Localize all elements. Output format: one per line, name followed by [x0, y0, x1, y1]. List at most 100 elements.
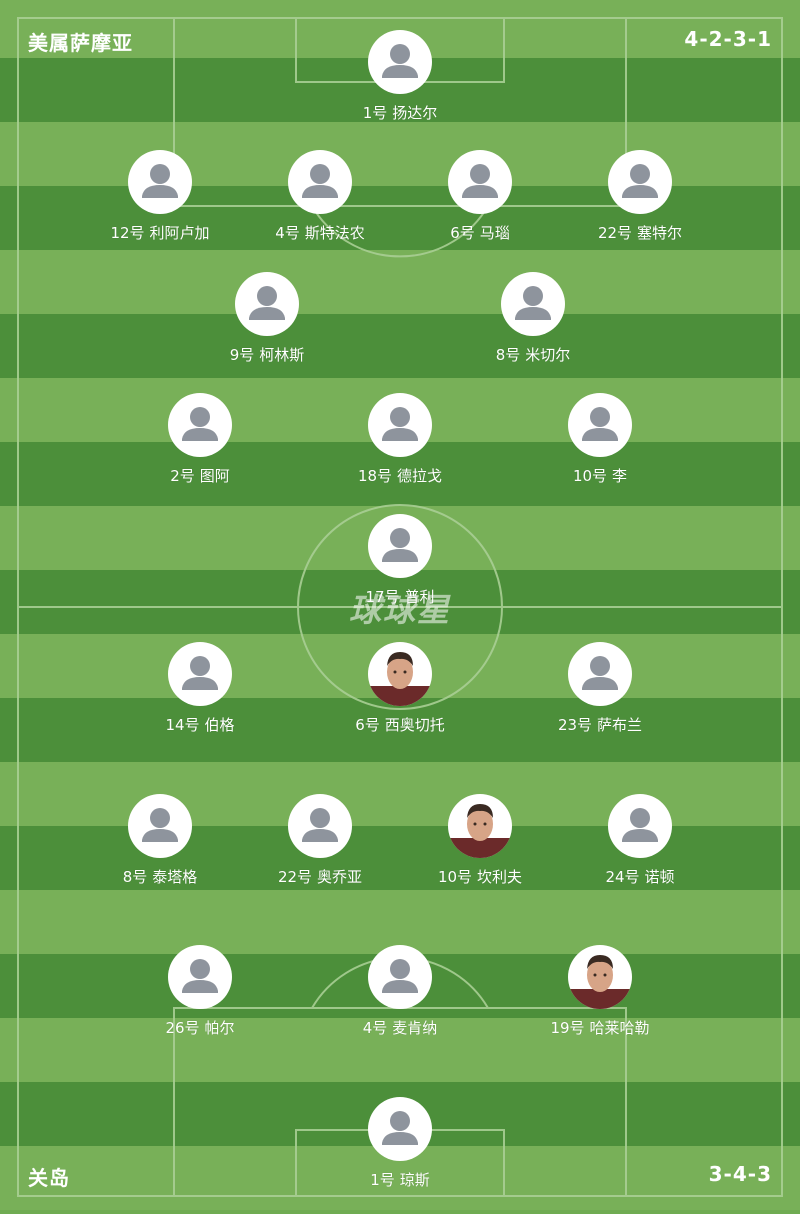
home-player[interactable]: 9号柯林斯 — [197, 272, 337, 365]
pitch-stripe — [0, 890, 800, 954]
player-name: 米切尔 — [525, 346, 571, 364]
player-avatar[interactable] — [608, 150, 672, 214]
player-number: 12号 — [110, 224, 145, 242]
player-name: 德拉戈 — [397, 467, 443, 485]
away-player[interactable]: 4号麦肯纳 — [330, 945, 470, 1038]
away-formation: 3-4-3 — [708, 1162, 772, 1186]
player-number: 2号 — [170, 467, 195, 485]
player-avatar[interactable] — [235, 272, 299, 336]
person-silhouette-icon — [515, 286, 551, 320]
player-name: 帕尔 — [204, 1019, 235, 1037]
player-label: 4号麦肯纳 — [330, 1017, 470, 1038]
player-avatar[interactable] — [568, 642, 632, 706]
player-avatar[interactable] — [448, 794, 512, 858]
player-avatar[interactable] — [288, 150, 352, 214]
person-silhouette-icon — [302, 808, 338, 842]
player-avatar[interactable] — [368, 1097, 432, 1161]
player-name: 李 — [612, 467, 628, 485]
player-avatar[interactable] — [608, 794, 672, 858]
player-avatar[interactable] — [368, 30, 432, 94]
pitch-stripe — [0, 570, 800, 634]
player-number: 22号 — [597, 224, 633, 242]
pitch-stripe — [0, 314, 800, 378]
player-avatar[interactable] — [128, 150, 192, 214]
player-label: 14号伯格 — [130, 714, 270, 735]
away-player[interactable]: 14号伯格 — [130, 642, 270, 735]
away-player[interactable]: 1号琼斯 — [330, 1097, 470, 1190]
person-silhouette-icon — [182, 407, 218, 441]
player-label: 4号斯特法农 — [250, 222, 390, 243]
player-number: 10号 — [437, 868, 473, 886]
player-avatar[interactable] — [368, 514, 432, 578]
player-avatar[interactable] — [448, 150, 512, 214]
player-name: 图阿 — [199, 467, 230, 485]
away-player[interactable]: 24号诺顿 — [570, 794, 710, 887]
player-avatar[interactable] — [168, 945, 232, 1009]
pitch-stripe — [0, 1018, 800, 1082]
person-silhouette-icon — [382, 44, 418, 78]
player-label: 23号萨布兰 — [530, 714, 670, 735]
away-player[interactable]: 19号哈莱哈勒 — [530, 945, 670, 1038]
person-silhouette-icon — [142, 808, 178, 842]
away-player[interactable]: 8号泰塔格 — [90, 794, 230, 887]
away-player[interactable]: 6号西奥切托 — [330, 642, 470, 735]
player-number: 8号 — [122, 868, 148, 886]
player-avatar[interactable] — [368, 642, 432, 706]
player-label: 18号德拉戈 — [330, 465, 470, 486]
player-number: 10号 — [572, 467, 608, 485]
away-player[interactable]: 22号奥乔亚 — [250, 794, 390, 887]
player-number: 19号 — [550, 1019, 585, 1037]
player-label: 12号利阿卢加 — [90, 222, 230, 243]
home-player[interactable]: 1号扬达尔 — [330, 30, 470, 123]
home-player[interactable]: 12号利阿卢加 — [90, 150, 230, 243]
home-player[interactable]: 8号米切尔 — [463, 272, 603, 365]
person-silhouette-icon — [182, 959, 218, 993]
player-number: 8号 — [495, 346, 521, 364]
player-avatar[interactable] — [168, 393, 232, 457]
home-player[interactable]: 22号塞特尔 — [570, 150, 710, 243]
player-label: 17号普利 — [330, 586, 470, 607]
player-label: 6号西奥切托 — [330, 714, 470, 735]
player-name: 利阿卢加 — [149, 224, 210, 242]
player-avatar[interactable] — [288, 794, 352, 858]
player-name: 普利 — [404, 588, 435, 606]
home-player[interactable]: 6号马瑙 — [410, 150, 550, 243]
player-avatar[interactable] — [501, 272, 565, 336]
player-label: 26号帕尔 — [130, 1017, 270, 1038]
home-player[interactable]: 2号图阿 — [130, 393, 270, 486]
player-avatar[interactable] — [128, 794, 192, 858]
player-avatar[interactable] — [368, 945, 432, 1009]
home-player[interactable]: 4号斯特法农 — [250, 150, 390, 243]
home-player[interactable]: 10号李 — [530, 393, 670, 486]
player-number: 23号 — [557, 716, 593, 734]
home-player[interactable]: 17号普利 — [330, 514, 470, 607]
player-label: 1号琼斯 — [330, 1169, 470, 1190]
player-avatar[interactable] — [568, 945, 632, 1009]
away-player[interactable]: 23号萨布兰 — [530, 642, 670, 735]
person-silhouette-icon — [582, 656, 618, 690]
player-photo-icon — [568, 955, 632, 1009]
player-name: 扬达尔 — [392, 104, 438, 122]
player-name: 柯林斯 — [259, 346, 305, 364]
player-avatar[interactable] — [168, 642, 232, 706]
watermark-logo: 球球星 — [348, 591, 451, 629]
player-number: 4号 — [362, 1019, 388, 1037]
player-number: 6号 — [450, 224, 475, 242]
home-player[interactable]: 18号德拉戈 — [330, 393, 470, 486]
player-number: 1号 — [362, 104, 388, 122]
player-name: 琼斯 — [399, 1171, 430, 1189]
person-silhouette-icon — [302, 164, 338, 198]
player-avatar[interactable] — [368, 393, 432, 457]
player-avatar[interactable] — [568, 393, 632, 457]
player-number: 22号 — [277, 868, 313, 886]
player-label: 22号奥乔亚 — [250, 866, 390, 887]
player-number: 9号 — [229, 346, 255, 364]
person-silhouette-icon — [382, 528, 418, 562]
away-player[interactable]: 10号坎利夫 — [410, 794, 550, 887]
person-silhouette-icon — [182, 656, 218, 690]
player-label: 6号马瑙 — [410, 222, 550, 243]
home-team-name: 美属萨摩亚 — [28, 31, 133, 55]
center-circle — [297, 504, 503, 710]
away-player[interactable]: 26号帕尔 — [130, 945, 270, 1038]
